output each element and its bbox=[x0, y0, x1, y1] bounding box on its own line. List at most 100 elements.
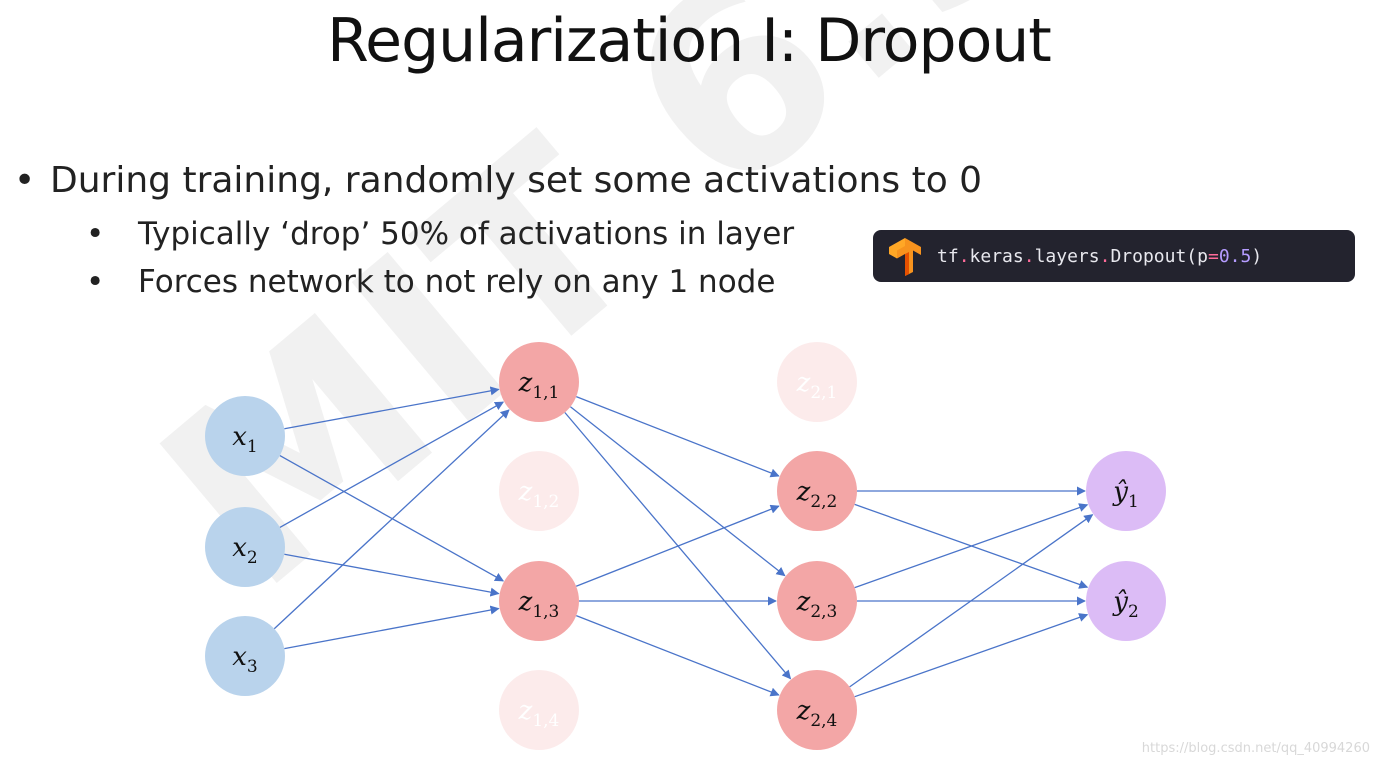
node-y2: ŷ2 bbox=[1086, 561, 1166, 641]
node-circle-y1 bbox=[1086, 451, 1166, 531]
node-circle-z22 bbox=[777, 451, 857, 531]
node-z12: z1,2 bbox=[499, 451, 579, 531]
node-label-z14: z1,4 bbox=[518, 696, 560, 731]
node-label-base: z bbox=[518, 477, 533, 507]
code-token-equals: = bbox=[1207, 245, 1219, 267]
bullet-sub-1: • Typically ‘drop’ 50% of activations in … bbox=[86, 216, 794, 252]
node-label-x2: x2 bbox=[232, 533, 258, 568]
edge-z11-z23 bbox=[570, 406, 786, 577]
node-label-y2: ŷ2 bbox=[1112, 587, 1139, 622]
edge-x1-z11 bbox=[284, 386, 500, 430]
code-token-dot: . bbox=[1023, 245, 1035, 267]
tensorflow-logo-icon bbox=[889, 238, 921, 276]
bullet-dot: • bbox=[86, 264, 105, 300]
code-token-dot: . bbox=[1099, 245, 1111, 267]
node-circle-z23 bbox=[777, 561, 857, 641]
edge-x1-z13 bbox=[279, 455, 505, 582]
node-circle-z24 bbox=[777, 670, 857, 750]
bullet-sub-2: •Forces network to not rely on any 1 nod… bbox=[86, 264, 775, 300]
edge-z23-y1 bbox=[854, 503, 1089, 589]
node-label-subscript: 1 bbox=[1128, 492, 1139, 512]
node-circle-x3 bbox=[205, 616, 285, 696]
node-label-z21: z2,1 bbox=[796, 368, 838, 403]
node-circle-z12 bbox=[499, 451, 579, 531]
bullet-dot: • bbox=[14, 160, 36, 201]
node-label-subscript: 2 bbox=[247, 548, 258, 568]
node-label-base: x bbox=[232, 642, 247, 672]
node-label-subscript: 2,3 bbox=[810, 602, 837, 622]
node-label-subscript: 1,4 bbox=[532, 711, 559, 731]
code-token-paren: ) bbox=[1251, 245, 1263, 267]
code-token-keras: keras bbox=[969, 245, 1024, 267]
node-label-z11: z1,1 bbox=[518, 368, 560, 403]
node-label-base: z bbox=[796, 587, 811, 617]
node-z23: z2,3 bbox=[777, 561, 857, 641]
edge-x3-z13 bbox=[284, 605, 500, 650]
bullet-main: •During training, randomly set some acti… bbox=[14, 160, 982, 201]
node-label-base: ŷ bbox=[1112, 587, 1128, 617]
node-label-subscript: 2,2 bbox=[810, 492, 837, 512]
node-label-subscript: 1 bbox=[247, 437, 258, 457]
node-label-x1: x1 bbox=[232, 422, 258, 457]
node-label-z24: z2,4 bbox=[796, 696, 838, 731]
node-circle-z21 bbox=[777, 342, 857, 422]
node-label-base: z bbox=[518, 696, 533, 726]
node-label-base: z bbox=[518, 587, 533, 617]
node-circle-z14 bbox=[499, 670, 579, 750]
node-label-y1: ŷ1 bbox=[1112, 477, 1139, 512]
source-credit: https://blog.csdn.net/qq_40994260 bbox=[1141, 741, 1370, 756]
node-label-z12: z1,2 bbox=[518, 477, 560, 512]
node-x3: x3 bbox=[205, 616, 285, 696]
node-circle-x2 bbox=[205, 507, 285, 587]
code-token-tf: tf bbox=[937, 245, 959, 267]
node-label-subscript: 2,4 bbox=[810, 711, 837, 731]
edge-x2-z13 bbox=[284, 553, 500, 597]
node-label-base: z bbox=[796, 477, 811, 507]
node-label-z22: z2,2 bbox=[796, 477, 838, 512]
code-token-dot: . bbox=[958, 245, 970, 267]
code-snippet: tf.keras.layers.Dropout(p=0.5) bbox=[873, 230, 1355, 282]
node-label-base: z bbox=[796, 368, 811, 398]
node-z22: z2,2 bbox=[777, 451, 857, 531]
edge-z13-z24 bbox=[576, 614, 780, 697]
node-label-subscript: 3 bbox=[247, 657, 258, 677]
node-label-base: z bbox=[796, 696, 811, 726]
edge-z24-y1 bbox=[849, 514, 1094, 688]
edge-x2-z11 bbox=[279, 401, 505, 528]
node-label-subscript: 1,2 bbox=[532, 492, 559, 512]
node-label-subscript: 2,1 bbox=[810, 383, 837, 403]
bullet-sub-1-text: Typically ‘drop’ 50% of activations in l… bbox=[138, 216, 795, 252]
edge-x3-z11 bbox=[273, 409, 510, 630]
node-circle-x1 bbox=[205, 396, 285, 476]
bullet-dot: • bbox=[86, 216, 105, 252]
node-label-base: z bbox=[518, 368, 533, 398]
node-label-z13: z1,3 bbox=[518, 587, 560, 622]
node-label-base: x bbox=[232, 533, 247, 563]
code-token-rate: 0.5 bbox=[1218, 245, 1252, 267]
node-label-z23: z2,3 bbox=[796, 587, 838, 622]
node-z21: z2,1 bbox=[777, 342, 857, 422]
edge-z13-z22 bbox=[575, 504, 780, 587]
node-label-subscript: 1,1 bbox=[532, 383, 559, 403]
edge-z24-y2 bbox=[854, 613, 1089, 698]
node-z14: z1,4 bbox=[499, 670, 579, 750]
node-label-base: x bbox=[232, 422, 247, 452]
node-layer: x1x2x3z1,1z1,2z1,3z1,4z2,1z2,2z2,3z2,4ŷ1… bbox=[205, 342, 1166, 750]
node-circle-z13 bbox=[499, 561, 579, 641]
node-y1: ŷ1 bbox=[1086, 451, 1166, 531]
node-x2: x2 bbox=[205, 507, 285, 587]
node-label-x3: x3 bbox=[232, 642, 258, 677]
code-token-layers: layers bbox=[1034, 245, 1100, 267]
node-z11: z1,1 bbox=[499, 342, 579, 422]
node-label-subscript: 2 bbox=[1128, 602, 1139, 622]
node-circle-y2 bbox=[1086, 561, 1166, 641]
edge-z11-z22 bbox=[576, 395, 780, 478]
node-label-subscript: 1,3 bbox=[532, 602, 559, 622]
edge-layer bbox=[273, 386, 1094, 698]
node-z13: z1,3 bbox=[499, 561, 579, 641]
code-text: tf.keras.layers.Dropout(p=0.5) bbox=[937, 246, 1262, 267]
slide-title: Regularization I: Dropout bbox=[327, 6, 1052, 76]
node-label-base: ŷ bbox=[1112, 477, 1128, 507]
code-token-dropout: Dropout(p bbox=[1110, 245, 1208, 267]
